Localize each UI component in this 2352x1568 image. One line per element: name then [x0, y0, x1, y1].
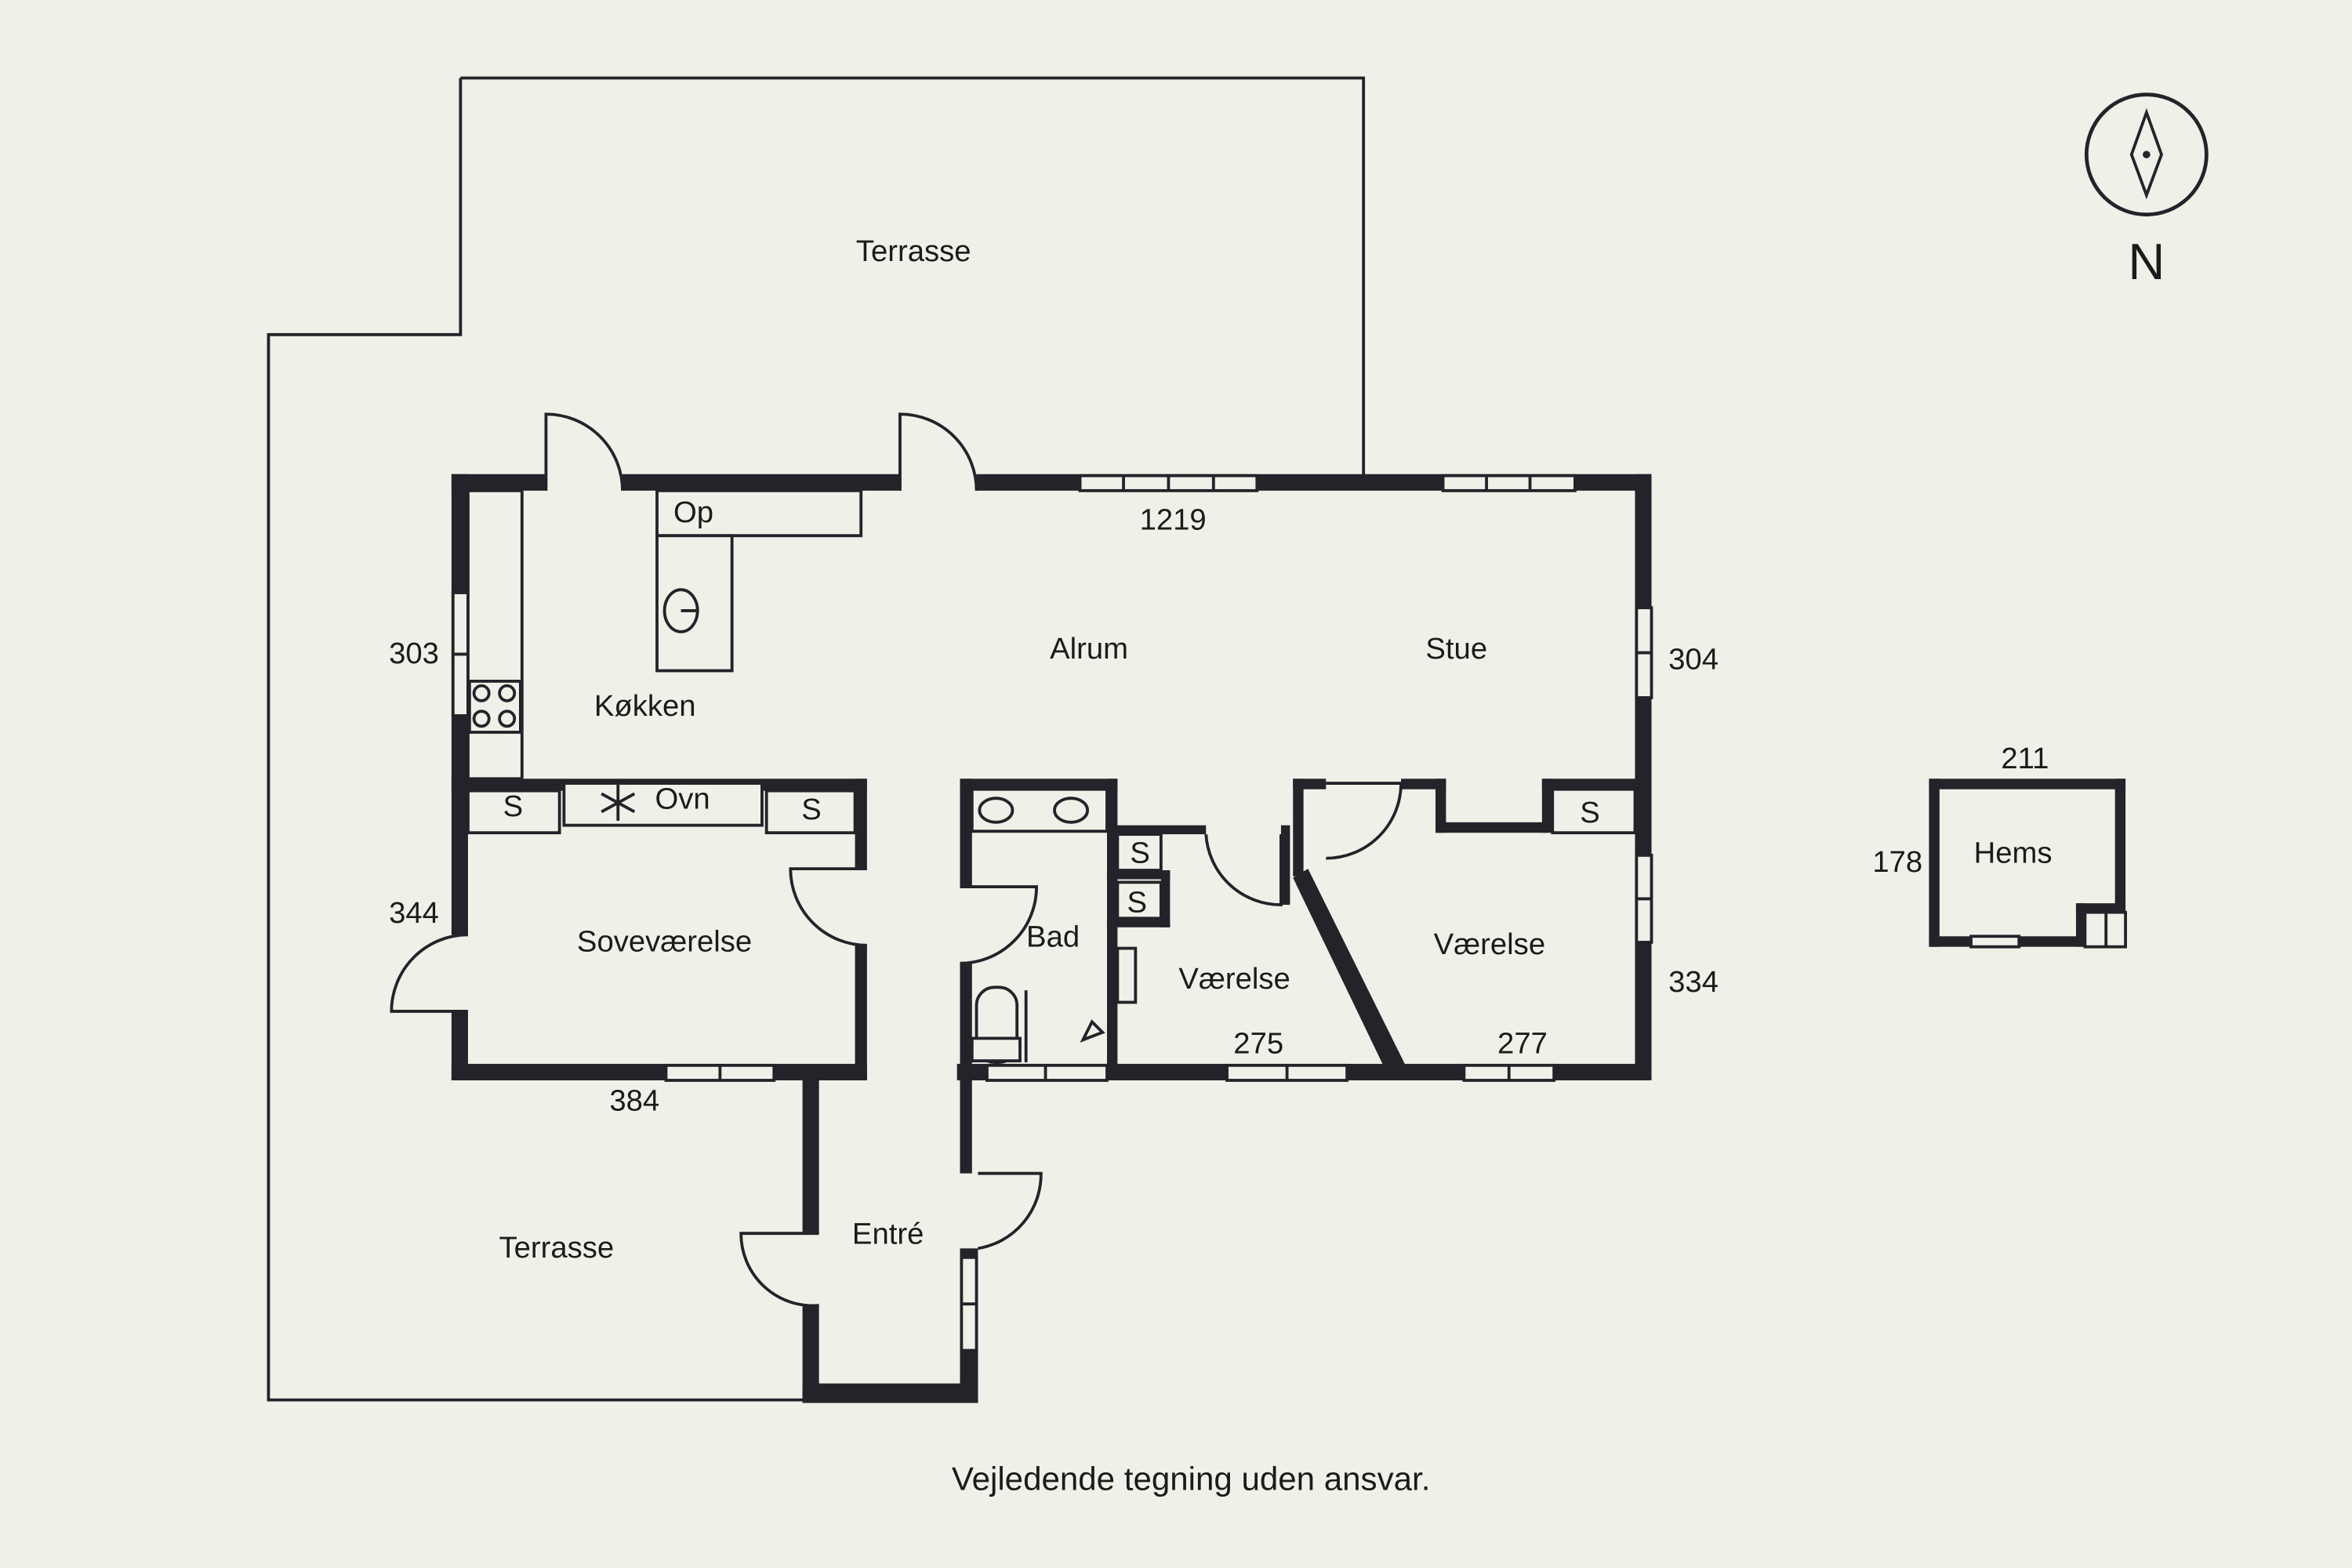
dim-west-bedroom: 344 [389, 896, 439, 930]
dim-hems-width: 211 [2001, 742, 2049, 775]
label-storage: S [1130, 836, 1150, 869]
room-alrum: Alrum [1050, 632, 1128, 666]
windows [451, 474, 1653, 1352]
dim-west-kitchen: 303 [389, 637, 439, 670]
label-storage: S [1580, 796, 1600, 829]
compass-label: N [2128, 233, 2165, 290]
fixtures [466, 488, 1637, 1064]
doors [390, 412, 1403, 1308]
compass-ring [2084, 93, 2209, 217]
dim-south-bedroom: 384 [609, 1083, 659, 1117]
room-bad: Bad [1026, 920, 1080, 954]
dim-south-vaerelse-2: 277 [1497, 1027, 1548, 1061]
room-vaerelse-1: Værelse [1178, 962, 1290, 996]
compass-needle-icon [2129, 107, 2164, 200]
dim-east-stue: 304 [1668, 643, 1719, 677]
dim-south-vaerelse-1: 275 [1233, 1027, 1283, 1061]
dim-hems-depth: 178 [1872, 845, 1922, 879]
fixture-labels: Op Ovn S S S S S [503, 495, 1600, 920]
room-hems: Hems [1974, 836, 2053, 869]
room-labels: Terrasse Køkken Alrum Stue Soveværelse B… [499, 234, 2052, 1265]
hems-outline [1929, 779, 2128, 949]
freezer-icon [601, 784, 636, 821]
label-storage: S [1127, 886, 1147, 920]
terrace-outline [267, 76, 1366, 1402]
room-vaerelse-2: Værelse [1434, 927, 1545, 961]
room-stue: Stue [1425, 632, 1487, 666]
room-sovevaerelse: Soveværelse [577, 924, 752, 958]
room-kokken: Køkken [594, 689, 696, 723]
room-terrasse-south: Terrasse [499, 1231, 614, 1265]
label-ovn: Ovn [655, 782, 710, 816]
dim-north-wall: 1219 [1140, 503, 1207, 537]
label-storage: S [801, 793, 822, 826]
label-op: Op [673, 495, 713, 529]
room-entre: Entré [852, 1218, 924, 1251]
disclaimer: Vejledende tegning uden ansvar. [952, 1460, 1431, 1497]
dimension-labels: 1219 303 304 344 384 275 277 334 211 178 [389, 503, 2049, 1118]
label-storage: S [503, 789, 524, 823]
dim-east-vaerelse: 334 [1668, 965, 1719, 999]
room-terrasse-north: Terrasse [856, 234, 971, 268]
compass: N [2084, 93, 2209, 290]
